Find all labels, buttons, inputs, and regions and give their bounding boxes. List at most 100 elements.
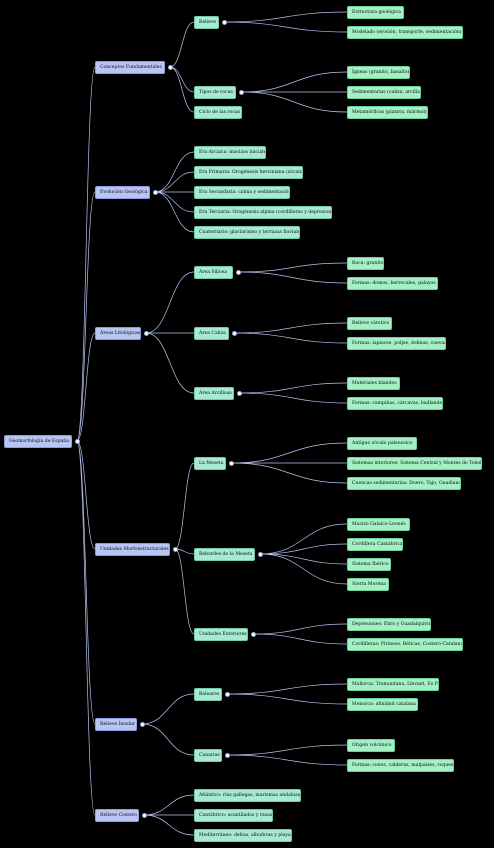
mindmap-node-sistema-iberico[interactable]: Sistema Ibérico [347,557,391,571]
mindmap-node-era-primaria-orogenesis-herciniana-zocal[interactable]: Era Primaria: Orogénesis herciniana (zóc… [194,165,303,179]
collapse-toggle-icon[interactable] [250,631,256,637]
mindmap-edge [230,442,348,464]
collapse-toggle-icon[interactable] [143,330,149,336]
collapse-toggle-icon[interactable] [224,691,230,697]
mindmap-node-relieve-carstico[interactable]: Relieve cárstico [347,316,392,330]
mindmap-node-area-silicea[interactable]: Área Silícea [194,265,233,279]
collapse-toggle-icon[interactable] [238,89,244,95]
mindmap-edge [259,553,348,565]
mindmap-edge [154,191,195,233]
mindmap-edge [230,462,348,484]
mindmap-root-geomorfologia-de-espana[interactable]: Geomorfología de España [4,434,72,448]
mindmap-edge [237,262,348,273]
mindmap-edge [76,191,96,442]
mindmap-edge [226,683,348,695]
mindmap-node-canarias[interactable]: Canarias [194,748,222,762]
collapse-toggle-icon[interactable] [235,269,241,275]
mindmap-node-area-arcillosa[interactable]: Área Arcillosa [194,386,234,400]
mindmap-edge [223,11,348,23]
mindmap-node-depresiones-ebro-y-guadalquivir[interactable]: Depresiones: Ebro y Guadalquivir [347,617,431,631]
mindmap-edge [259,523,348,555]
mindmap-node-modelado-erosion-transporte-sedimentacio[interactable]: Modelado (erosión, transporte, sedimenta… [347,25,463,39]
mindmap-node-roca-granito[interactable]: Roca: granito [347,256,384,270]
mindmap-node-sierra-morena[interactable]: Sierra Morena [347,577,389,591]
mindmap-node-unidades-exteriores[interactable]: Unidades Exteriores [194,627,248,641]
mindmap-node-atlantico-rias-gallegas-marismas-andaluz[interactable]: Atlántico: rías gallegas, marismas andal… [194,788,301,802]
mindmap-node-formas-conos-calderas-malpaises-roques[interactable]: Formas: conos, calderas, malpaíses, roqu… [347,758,454,772]
mindmap-node-estructura-geologica[interactable]: Estructura geológica [347,5,404,19]
mindmap-edge [240,91,348,113]
mindmap-node-relieve-costero[interactable]: Relieve Costero [95,808,139,822]
mindmap-edge [145,271,195,334]
mindmap-node-cuaternario-glaciarismo-y-terrazas-fluvi[interactable]: Cuaternario: glaciarismo y terrazas fluv… [194,225,300,239]
mindmap-node-sedimentarias-caliza-arcilla[interactable]: Sedimentarias (caliza, arcilla) [347,85,421,99]
mindmap-node-era-secundaria-calma-y-sedimentacion[interactable]: Era Secundaria: calma y sedimentación [194,185,290,199]
mindmap-edge [233,332,348,344]
mindmap-node-baleares[interactable]: Baleares [194,687,222,701]
collapse-toggle-icon[interactable] [231,330,237,336]
mindmap-edge [143,794,195,816]
mindmap-edge [143,814,195,836]
mindmap-node-era-arcaica-macizos-iniciales[interactable]: Era Arcaica: macizos iniciales [194,145,266,159]
mindmap-node-cordilleras-pirineos-beticas-costero-cat[interactable]: Cordilleras: Pirineos, Béticas, Costero-… [347,637,463,651]
mindmap-node-formas-campinas-carcavas-badlands[interactable]: Formas: campiñas, cárcavas, badlands [347,396,443,410]
mindmap-node-antiguo-zocalo-paleozoico[interactable]: Antiguo zócalo paleozoico [347,436,417,450]
mindmap-edge [226,693,348,705]
mindmap-node-mediterraneo-deltas-albuferas-y-playas[interactable]: Mediterráneo: deltas, albuferas y playas [194,828,292,842]
mindmap-edge [76,66,96,442]
mindmap-node-materiales-blandos[interactable]: Materiales blandos [347,376,400,390]
mindmap-node-tipos-de-rocas[interactable]: Tipos de rocas [194,85,236,99]
mindmap-edge [145,332,195,394]
collapse-toggle-icon[interactable] [228,460,234,466]
mindmap-node-origen-volcanico[interactable]: Origen volcánico [347,738,395,752]
mindmap-node-menorca-afinidad-catalana[interactable]: Menorca: afinidad catalana [347,697,418,711]
mindmap-edge [252,633,348,645]
mindmap-edge [76,440,96,816]
mindmap-node-cuencas-sedimentarias-duero-tajo-guadian[interactable]: Cuencas sedimentarias: Duero, Tajo, Guad… [347,476,461,490]
collapse-toggle-icon[interactable] [167,64,173,70]
mindmap-node-evolucion-geologica[interactable]: Evolución Geológica [95,185,150,199]
collapse-toggle-icon[interactable] [221,19,227,25]
mindmap-edge [252,623,348,635]
mindmap-node-era-terciaria-orogenesis-alpina-cordille[interactable]: Era Terciaria: Orogénesis alpina (cordil… [194,205,332,219]
mindmap-node-relieve[interactable]: Relieve [194,15,219,29]
mindmap-node-ciclo-de-las-rocas[interactable]: Ciclo de las rocas [194,105,242,119]
mindmap-edge [76,332,96,442]
mindmap-edge [174,548,195,635]
mindmap-node-formas-domos-berrocales-galayos[interactable]: Formas: domos, berrocales, galayos [347,276,438,290]
mindmap-node-sistemas-interiores-sistema-central-y-mo[interactable]: Sistemas interiores: Sistema Central y M… [347,456,482,470]
mindmap-node-cordillera-cantabrica[interactable]: Cordillera Cantábrica [347,537,403,551]
mindmap-edge [141,693,195,725]
mindmap-node-metamorficas-pizarra-marmol[interactable]: Metamórficas (pizarra, mármol) [347,105,428,119]
mindmap-node-rebordes-de-la-meseta[interactable]: Rebordes de la Meseta [194,547,255,561]
mindmap-node-macizo-galaico-leones[interactable]: Macizo Galaico-Leonés [347,517,410,531]
mindmap-node-relieve-insular[interactable]: Relieve Insular [95,717,137,731]
mindmap-edge [226,754,348,766]
mindmap-node-formas-lapiaces-poljes-dolinas-cuevas[interactable]: Formas: lapiaces, poljes, dolinas, cueva… [347,336,446,350]
collapse-toggle-icon[interactable] [139,721,145,727]
collapse-toggle-icon[interactable] [74,438,80,444]
mindmap-edge [154,171,195,193]
collapse-toggle-icon[interactable] [172,546,178,552]
mindmap-edge [141,723,195,756]
mindmap-node-cantabrico-acantilados-y-rasas[interactable]: Cantábrico: acantilados y rasas [194,808,273,822]
mindmap-node-igneas-granito-basalto[interactable]: Ígneas (granito, basalto) [347,65,410,79]
collapse-toggle-icon[interactable] [141,812,147,818]
collapse-toggle-icon[interactable] [224,752,230,758]
mindmap-node-mallorca-tramuntana-llevant-es-pla[interactable]: Mallorca: Tramuntana, Llevant, Es Pla [347,677,439,691]
mindmap-edge [169,21,195,68]
mindmap-edge [233,322,348,334]
mindmap-edge [174,462,195,550]
collapse-toggle-icon[interactable] [257,551,263,557]
mindmap-node-unidades-morfoestructurales[interactable]: Unidades Morfoestructurales [95,542,170,556]
mindmap-node-conceptos-fundamentales[interactable]: Conceptos Fundamentales [95,60,165,74]
mindmap-node-la-meseta[interactable]: La Meseta [194,456,226,470]
collapse-toggle-icon[interactable] [236,390,242,396]
mindmap-edge [223,21,348,33]
collapse-toggle-icon[interactable] [152,189,158,195]
mindmap-node-area-caliza[interactable]: Área Caliza [194,326,229,340]
mindmap-edge [154,151,195,193]
mindmap-edge [76,440,96,550]
mindmap-node-areas-litologicas[interactable]: Áreas Litológicas [95,326,141,340]
